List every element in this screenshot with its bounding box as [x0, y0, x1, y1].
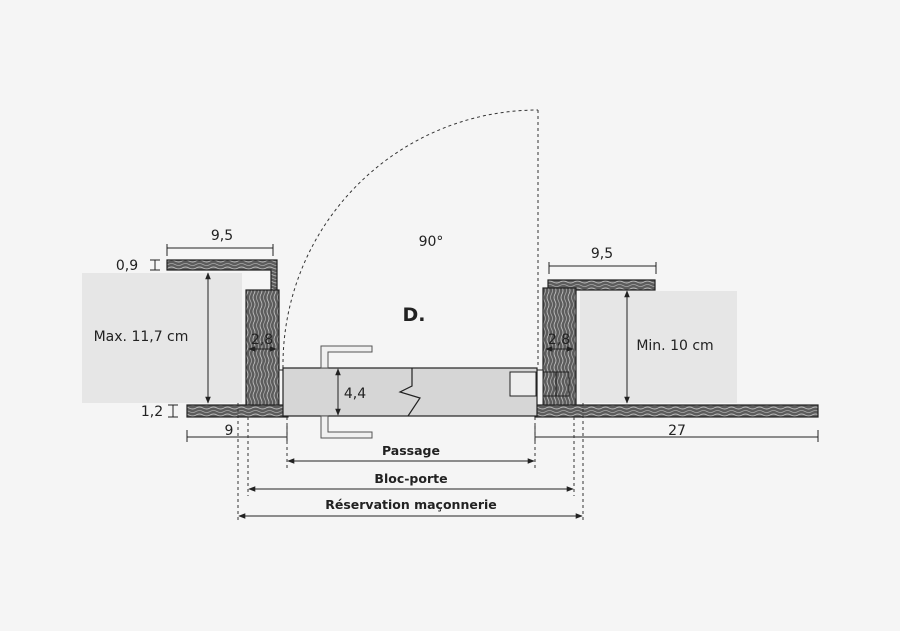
angle-label: 90°: [419, 234, 444, 250]
bloc-porte-label: Bloc-porte: [374, 471, 447, 486]
handle-top-icon: [320, 345, 373, 369]
left-jamb-label: 2,8: [251, 332, 273, 348]
door-thickness-label: 4,4: [344, 386, 366, 402]
bottom-thickness-label: 1,2: [141, 404, 163, 420]
max-wall-label: Max. 11,7 cm: [94, 329, 189, 345]
door-leaf: [282, 367, 538, 417]
top-thickness-label: 0,9: [116, 258, 138, 274]
passage-label: Passage: [382, 443, 440, 458]
left-top-width-label: 9,5: [211, 228, 233, 244]
left-jamb: [245, 289, 280, 407]
door-swing-arc: [282, 109, 539, 369]
right-bottom-width-label: 27: [668, 423, 686, 439]
right-bottom-molding: [534, 404, 819, 418]
reservation-label: Réservation maçonnerie: [325, 497, 497, 512]
left-bottom-width-label: 9: [225, 423, 234, 439]
door-break-symbol: [398, 368, 421, 417]
door-letter-label: D.: [403, 304, 426, 326]
min-wall-label: Min. 10 cm: [636, 338, 713, 354]
right-top-width-label: 9,5: [591, 246, 613, 262]
door-lock-box: [509, 371, 537, 397]
right-wall: [580, 291, 737, 403]
handle-bottom-icon: [320, 415, 373, 439]
right-jamb-label: 2,8: [548, 332, 570, 348]
left-wall: [82, 273, 242, 403]
